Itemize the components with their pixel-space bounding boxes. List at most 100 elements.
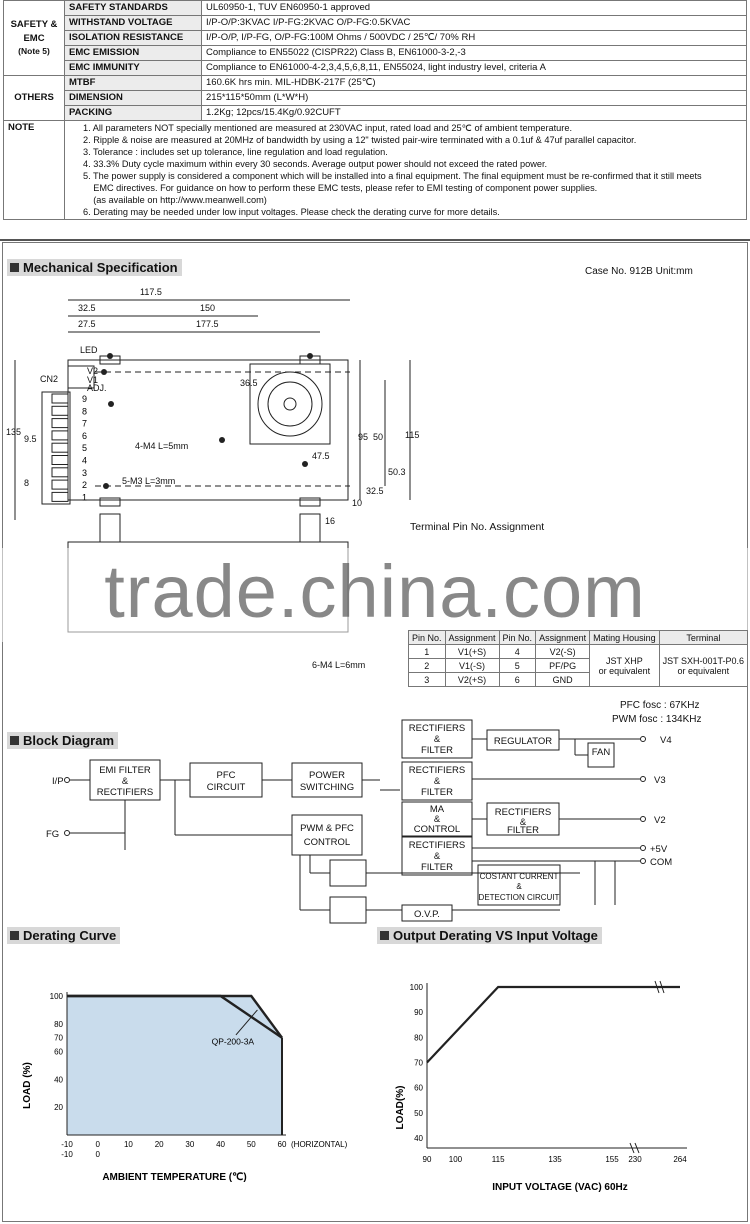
terminal-number: 8: [82, 406, 87, 416]
spec-label: EMC EMISSION: [64, 45, 202, 61]
note-item: 6. Derating may be needed under low inpu…: [83, 207, 500, 217]
curve-annotation: QP-200-3A: [212, 1037, 255, 1047]
rf3-l2: &: [520, 817, 527, 828]
pin-housing-line: JST XHP: [605, 655, 643, 666]
adj-label: ADJ.: [87, 383, 107, 393]
axis-break-bottom: [629, 1142, 640, 1154]
dim-32-5b: 32.5: [366, 486, 384, 496]
x-tick-label: 155: [605, 1155, 619, 1164]
dim-27-5: 27.5: [78, 319, 96, 329]
drawing-panel: [2, 242, 748, 1222]
pin-cell: 2: [408, 658, 446, 673]
spec-group-line: EMC: [23, 33, 45, 44]
x-tick-label: 30: [185, 1140, 194, 1149]
pin-cell: PF/PG: [535, 658, 591, 673]
pin-term-line: or equivalent: [677, 665, 730, 676]
pin-term-line: JST SXH-001T-P0.6: [662, 655, 745, 666]
x-tick-label: 135: [548, 1155, 562, 1164]
x-tick-label: 230: [628, 1155, 642, 1164]
dim-115: 115: [405, 430, 419, 440]
y-tick-label: 100: [410, 983, 424, 992]
note-item: 4. 33.3% Duty cycle maximum within every…: [83, 159, 548, 169]
note-item: EMC directives. For guidance on how to p…: [83, 183, 598, 193]
pin-cell: V1(+S): [444, 644, 500, 659]
out-v4: V4: [660, 735, 672, 746]
pin-header: Assignment: [535, 630, 591, 645]
dim-10: 10: [352, 498, 362, 508]
dim-177-5: 177.5: [196, 319, 219, 329]
ma-l1: MA: [430, 804, 445, 815]
terminal-screw: [51, 430, 69, 441]
y-tick-label: 80: [54, 1020, 63, 1029]
terminal-number: 2: [82, 480, 87, 490]
spec-label: MTBF: [64, 75, 202, 91]
axis-break-top: [654, 980, 665, 994]
spec-value: Compliance to EN55022 (CISPR22) Class B,…: [201, 45, 747, 61]
dim-135: 135: [6, 427, 21, 437]
emi-l1: EMI FILTER: [99, 765, 151, 776]
pwm-l1: PWM & PFC: [300, 823, 354, 834]
note-item: 5. The power supply is considered a comp…: [83, 171, 702, 181]
pin-cell: 4: [498, 644, 537, 659]
y-tick-label: 40: [54, 1075, 63, 1084]
y-axis-label: LOAD(%): [395, 1086, 406, 1130]
pin-cell: V2(-S): [535, 644, 591, 659]
y-tick-label: 70: [414, 1059, 423, 1068]
dim-50-3: 50.3: [388, 467, 406, 477]
v1-label: V1: [87, 375, 98, 385]
terminal-screw: [51, 442, 69, 453]
terminal-screw: [51, 491, 69, 502]
ma-l3: CONTROL: [414, 824, 460, 835]
x-axis-label: INPUT VOLTAGE (VAC) 60Hz: [492, 1182, 628, 1193]
pfc-l1: PFC: [217, 770, 236, 781]
emi-l2: &: [122, 776, 129, 787]
x-tick-label: 10: [124, 1140, 133, 1149]
watermark-band: [0, 548, 750, 642]
pin-cell: 1: [408, 644, 446, 659]
ovp-label: O.V.P.: [414, 909, 440, 920]
out-v3: V3: [654, 775, 666, 786]
x-tick-label: 40: [216, 1140, 225, 1149]
spec-value: 160.6K hrs min. MIL-HDBK-217F (25℃): [201, 75, 747, 91]
terminal-number: 6: [82, 431, 87, 441]
spec-value: 215*115*50mm (L*W*H): [201, 90, 747, 106]
regulator-label: REGULATOR: [494, 736, 552, 747]
spec-group-line: (Note 5): [18, 46, 50, 56]
spec-group: SAFETY &EMC(Note 5): [3, 0, 65, 76]
terminal-screw: [51, 393, 69, 404]
ma-l2: &: [434, 814, 441, 825]
psw-l1: POWER: [309, 770, 345, 781]
dim-47-5: 47.5: [312, 451, 330, 461]
ccd-l3: DETECTION CIRCUIT: [479, 893, 560, 902]
spec-value: I/P-O/P, I/P-FG, O/P-FG:100M Ohms / 500V…: [201, 30, 747, 46]
output-derating-title: Output Derating VS Input Voltage: [377, 927, 602, 944]
note-label: NOTE: [3, 120, 65, 220]
led-label: LED: [80, 345, 98, 355]
rf2-l2: &: [434, 776, 441, 787]
x-tick-label: 50: [247, 1140, 256, 1149]
block-diagram: I/P FG EMI FILTER & RECTIFIERS PFC CIRCU…: [46, 719, 672, 924]
terminal-number: 4: [82, 456, 87, 466]
pin-header: Pin No.: [498, 630, 537, 645]
spec-group-line: OTHERS: [14, 92, 54, 103]
pin-header: Terminal: [658, 630, 749, 645]
spec-value: Compliance to EN61000-4-2,3,4,5,6,8,11, …: [201, 60, 747, 76]
pin-cell: V1(-S): [444, 658, 500, 673]
terminal-number: 9: [82, 394, 87, 404]
terminal-title: Terminal Pin No. Assignment: [410, 521, 545, 533]
terminal-number: 3: [82, 468, 87, 478]
load-curve: [426, 985, 680, 1064]
x-tick-label: 115: [492, 1155, 505, 1164]
pwm-fosc: PWM fosc : 134KHz: [612, 714, 702, 725]
spec-value: UL60950-1, TUV EN60950-1 approved: [201, 0, 747, 16]
rf4-l3: FILTER: [421, 862, 453, 873]
rf1-l1: RECTIFIERS: [409, 723, 465, 734]
